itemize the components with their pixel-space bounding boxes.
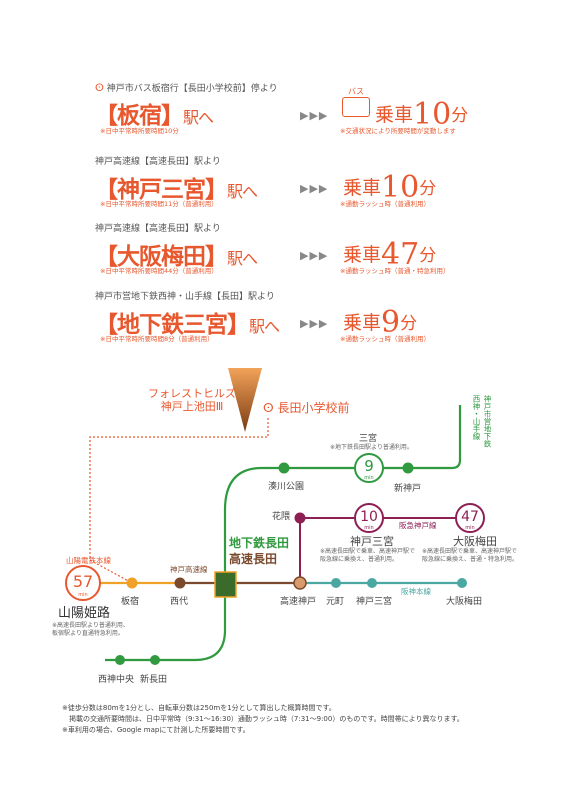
station-dot-osaka-umeda-hanshin (457, 578, 467, 588)
pin-icon: ⵙ (95, 83, 104, 94)
bus-route-line (89, 418, 269, 560)
badge-unit: min (364, 525, 373, 531)
station-dot-itayado (126, 577, 138, 589)
station-kobe-sannomiya-hanshin: 神戸三宮 (356, 597, 393, 607)
station-sanyo-himeji: 山陽姫路 (58, 606, 111, 621)
badge-value: 9 (364, 457, 374, 475)
footer-notes: ※徒歩分数は80mを1分とし、自転車分数は250mを1分として算出した概算時間で… (62, 704, 464, 734)
station-dot-shinkobe (402, 462, 414, 474)
badge-9min (354, 453, 384, 483)
station-dot-motomachi (331, 578, 341, 588)
hankyu-line-label: 阪急神戸線 (399, 521, 437, 530)
station-motomachi: 元町 (326, 597, 345, 607)
route-1-note: ※日中平常時所要時間10分 (100, 127, 179, 135)
note-osaka-umeda: ※高速長田駅で乗車、高速神戸駅で阪急線に乗換え、普通・特急利用。 (422, 548, 519, 563)
badge-value: 47 (461, 509, 479, 525)
station-hanakuma: 花隈 (272, 512, 291, 522)
station-kobe-sannomiya-hankyu: 神戸三宮 (350, 535, 394, 548)
hub-station-marker (214, 571, 237, 598)
station-itayado: 板宿 (121, 597, 140, 607)
sanyo-line-label: 山陽電鉄本線 (66, 556, 111, 565)
route-1-source: ⵙ 神戸市バス板宿行【長田小学校前】停より (95, 83, 278, 94)
station-dot-nishidai (174, 577, 186, 589)
bus-icon: バス (342, 86, 370, 117)
station-dot-seishin-chuo (115, 655, 125, 665)
route-4-ride-note: ※通勤ラッシュ時（普通利用） (340, 335, 430, 343)
subway-line-label: 神戸市営地下鉄西神・山手線 (472, 395, 492, 448)
route-2-note: ※日中平常時所要時間11分（普通利用） (100, 200, 218, 208)
station-osaka-umeda-hankyu: 大阪梅田 (453, 535, 497, 548)
note-kobe-sannomiya: ※高速長田駅で乗車、高速神戸駅で阪急線に乗換え、普通利用。 (320, 548, 416, 563)
arrow-right-icon: ▶▶▶ (300, 317, 329, 330)
property-marker-icon (228, 368, 262, 432)
station-dot-minatogawa (278, 462, 290, 474)
badge-value: 57 (73, 572, 93, 591)
subway-line (105, 405, 462, 662)
station-shin-nagata: 新長田 (140, 675, 168, 685)
route-4-note: ※日中平常時所要時間8分（普通利用） (100, 335, 214, 343)
station-dot-shin-nagata (150, 655, 160, 665)
route-1-destination: 【板宿】駅へ (95, 103, 214, 129)
route-2-source: 神戸高速線【高速長田】駅より (95, 157, 221, 167)
route-4-destination: 【地下鉄三宮】駅へ (95, 312, 280, 338)
route-4-source: 神戸市営地下鉄西神・山手線【長田】駅より (95, 292, 275, 302)
badge-47min (455, 503, 485, 533)
note-himeji: ※高速長田駅より普通利用、板宿駅より直通特急利用。 (52, 622, 129, 637)
station-sannomiya: 三宮 (359, 434, 378, 444)
route-3-ride-note: ※通勤ラッシュ時（普通・特急利用） (340, 267, 450, 275)
route-4-ride-time: 乗車9分 (343, 305, 418, 340)
badge-unit: min (78, 592, 87, 598)
arrow-right-icon: ▶▶▶ (300, 109, 329, 122)
arrow-right-icon: ▶▶▶ (300, 249, 329, 262)
property-name: フォレストヒルズ 神戸上池田Ⅲ (148, 387, 236, 413)
route-3-ride-time: 乗車47分 (343, 237, 437, 272)
route-2-destination: 【神戸三宮】駅へ (95, 177, 258, 203)
station-dot-kosoku-kobe (293, 576, 307, 590)
kobe-kosoku-line-label: 神戸高速線 (170, 565, 208, 574)
station-minatogawa: 湊川公園 (268, 482, 305, 492)
station-shinkobe: 新神戸 (394, 484, 422, 494)
bus-stop-label: ⵙ 長田小学校前 (263, 401, 350, 415)
station-nishidai: 西代 (170, 597, 189, 607)
badge-57min (65, 565, 101, 601)
route-3-destination: 【大阪梅田】駅へ (95, 244, 258, 270)
route-2-ride-note: ※通勤ラッシュ時（普通利用） (340, 200, 430, 208)
arrow-right-icon: ▶▶▶ (300, 182, 329, 195)
route-1-ride-note: ※交通状況により所要時間が変動します (340, 127, 456, 135)
station-dot-hanakuma (294, 512, 306, 524)
station-seishin-chuo: 西神中央 (98, 675, 135, 685)
station-kosoku-kobe: 高速神戸 (280, 597, 317, 607)
badge-10min (354, 503, 384, 533)
route-3-source: 神戸高速線【高速長田】駅より (95, 224, 221, 234)
note-sannomiya: ※地下鉄長田駅より普通利用。 (330, 444, 413, 451)
pin-icon: ⵙ (263, 401, 274, 415)
badge-unit: min (364, 475, 373, 481)
route-2-ride-time: 乗車10分 (343, 170, 437, 205)
badge-unit: min (465, 525, 474, 531)
station-osaka-umeda-hanshin: 大阪梅田 (446, 597, 483, 607)
route-3-note: ※日中平常時所要時間44分（普通利用） (100, 267, 218, 275)
route-1-ride-time: 乗車10分 (375, 97, 469, 132)
hanshin-line-label: 阪神本線 (401, 587, 431, 596)
hub-station-label: 地下鉄長田 高速長田 (229, 536, 290, 566)
station-dot-kobe-sannomiya-hanshin (367, 578, 377, 588)
badge-value: 10 (360, 509, 378, 525)
